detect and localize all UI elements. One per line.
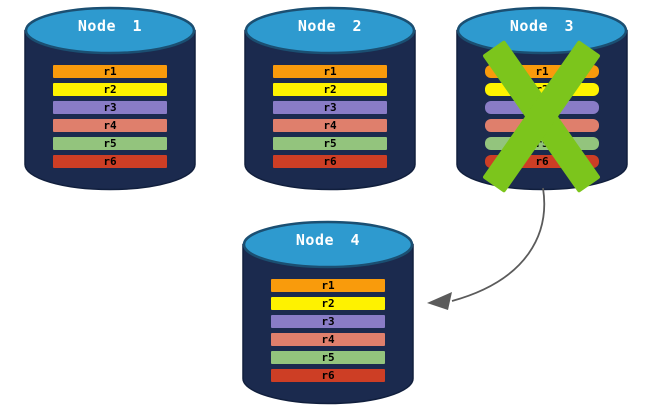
replica-row-r5: r5 xyxy=(273,137,387,150)
replica-row-r5: r5 xyxy=(53,137,167,150)
replica-row-r1: r1 xyxy=(273,65,387,78)
replica-row-r1: r1 xyxy=(485,65,599,78)
replica-row-r4: r4 xyxy=(271,333,385,346)
replica-row-r3: r3 xyxy=(485,101,599,114)
node-3-cylinder: Node 3 r1 r2 r3 r4 r5 r6 xyxy=(456,4,628,194)
replica-row-r6: r6 xyxy=(53,155,167,168)
replica-row-r3: r3 xyxy=(53,101,167,114)
node-title: Node 3 xyxy=(509,17,575,35)
node-title: Node 1 xyxy=(77,17,143,35)
replica-row-r2: r2 xyxy=(485,83,599,96)
replica-row-r5: r5 xyxy=(271,351,385,364)
node-title: Node 2 xyxy=(297,17,363,35)
replica-row-r1: r1 xyxy=(53,65,167,78)
cylinder-top-ellipse xyxy=(24,6,196,55)
replica-row-r5: r5 xyxy=(485,137,599,150)
cylinder-top-ellipse xyxy=(244,6,416,55)
replica-rows: r1 r2 r3 r4 r5 r6 xyxy=(271,279,385,382)
node-4-cylinder: Node 4 r1 r2 r3 r4 r5 r6 xyxy=(242,218,414,408)
cylinder-top-ellipse xyxy=(242,220,414,269)
replica-row-r2: r2 xyxy=(271,297,385,310)
replica-row-r3: r3 xyxy=(271,315,385,328)
replica-rows: r1 r2 r3 r4 r5 r6 xyxy=(53,65,167,168)
replica-row-r4: r4 xyxy=(273,119,387,132)
replica-rows: r1 r2 r3 r4 r5 r6 xyxy=(273,65,387,168)
replica-row-r4: r4 xyxy=(485,119,599,132)
failover-arrow xyxy=(427,187,546,310)
replica-row-r4: r4 xyxy=(53,119,167,132)
replica-row-r2: r2 xyxy=(53,83,167,96)
node-title: Node 4 xyxy=(295,231,361,249)
replica-row-r2: r2 xyxy=(273,83,387,96)
replica-row-r6: r6 xyxy=(273,155,387,168)
node-2-cylinder: Node 2 r1 r2 r3 r4 r5 r6 xyxy=(244,4,416,194)
replica-row-r6: r6 xyxy=(271,369,385,382)
node-1-cylinder: Node 1 r1 r2 r3 r4 r5 r6 xyxy=(24,4,196,194)
replica-row-r3: r3 xyxy=(273,101,387,114)
replica-row-r1: r1 xyxy=(271,279,385,292)
replica-rows: r1 r2 r3 r4 r5 r6 xyxy=(485,65,599,168)
replica-row-r6: r6 xyxy=(485,155,599,168)
